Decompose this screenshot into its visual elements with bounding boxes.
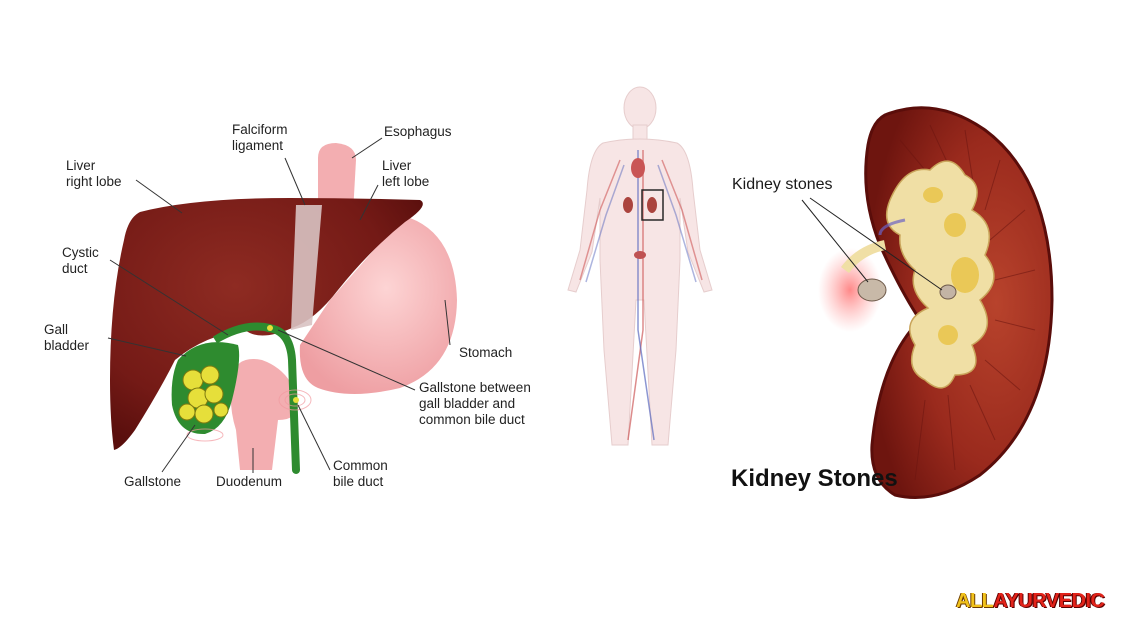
label-liver-left-lobe: Liver left lobe: [382, 158, 430, 189]
duct-stone-2: [293, 397, 299, 403]
liver-diagram: [107, 137, 457, 474]
duct-stone: [267, 325, 273, 331]
label-cystic-duct: Cystic duct: [62, 245, 99, 276]
label-esophagus: Esophagus: [384, 124, 452, 139]
renal-pelvis: [885, 160, 995, 389]
gallstones: [178, 365, 229, 424]
label-stomach: Stomach: [459, 345, 513, 360]
kidney-stone-ureter: [857, 278, 887, 302]
cystic-duct: [212, 322, 271, 344]
human-body-figure: [567, 86, 713, 446]
label-common-bile-duct: Common bile duct: [333, 458, 388, 489]
kidney-highlight-box: [641, 189, 664, 221]
label-liver-right-lobe: Liver right lobe: [66, 158, 122, 189]
label-falciform-ligament: Falciform ligament: [232, 122, 288, 153]
label-kidney-stones: Kidney stones: [732, 176, 833, 193]
stomach: [299, 218, 457, 394]
label-gallstone-between: Gallstone between gall bladder and commo…: [419, 380, 531, 427]
label-gall-bladder: Gall bladder: [44, 322, 90, 353]
esophagus: [318, 143, 356, 213]
allayurvedic-logo: ALLAYURVEDIC: [956, 590, 1105, 612]
label-gallstone: Gallstone: [124, 474, 182, 489]
falciform-ligament: [291, 205, 322, 330]
duodenum: [230, 359, 299, 470]
kidney-cross-section: [801, 106, 1054, 499]
kidney-stone-pelvis: [939, 284, 957, 300]
label-duodenum: Duodenum: [216, 474, 283, 489]
diagram-title: Kidney Stones: [731, 465, 898, 492]
